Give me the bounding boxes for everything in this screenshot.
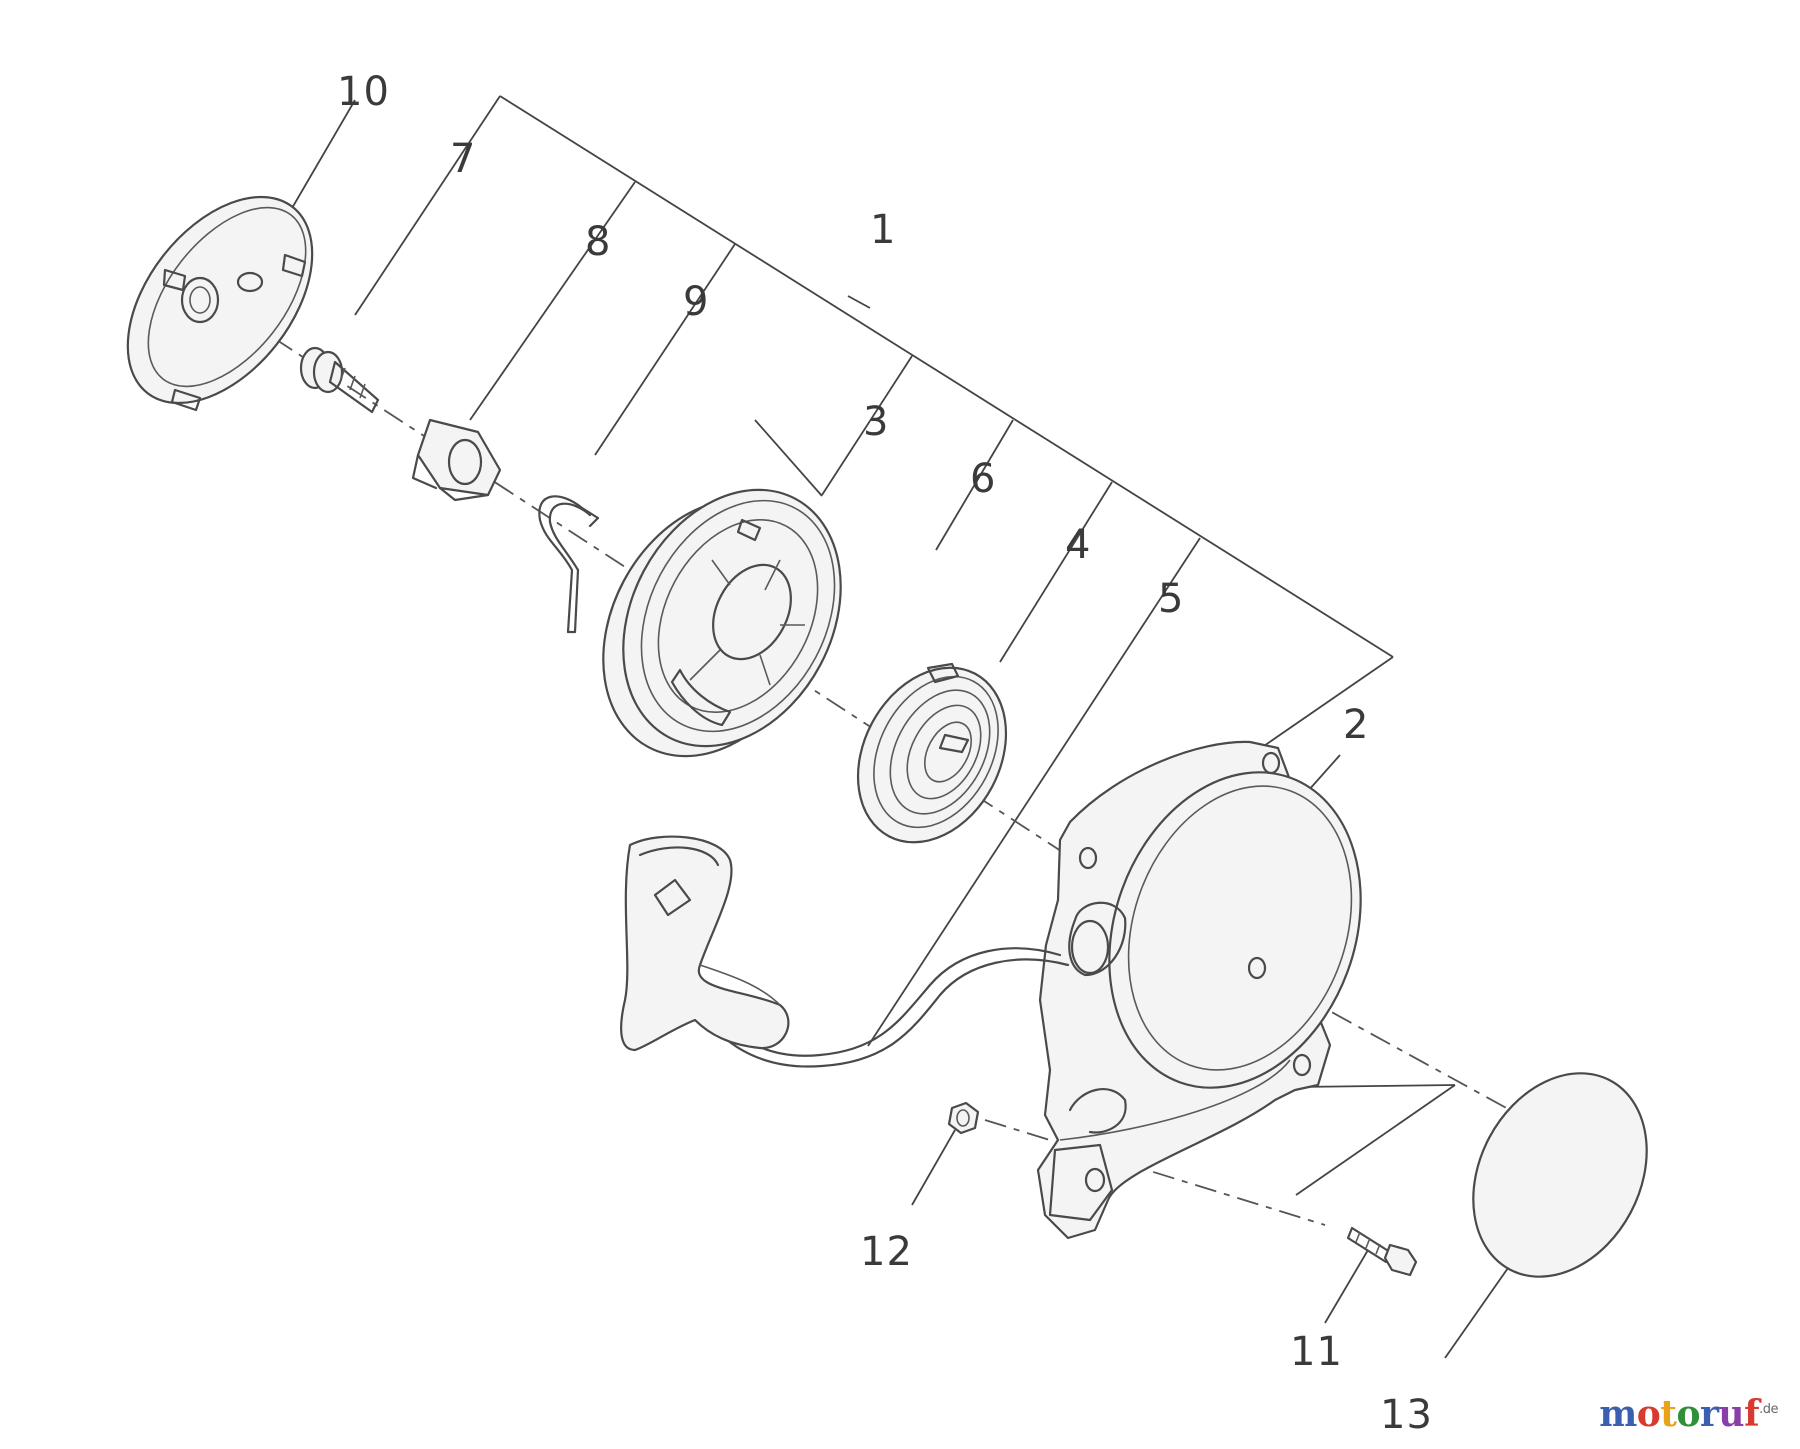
watermark-letter: m — [1599, 1393, 1637, 1435]
watermark-letter: r — [1699, 1393, 1719, 1435]
callout-7: 7 — [450, 136, 476, 182]
watermark-letter: f — [1744, 1393, 1760, 1435]
part-6-handle — [620, 835, 790, 1052]
callout-10: 10 — [337, 69, 390, 115]
callout-8: 8 — [585, 219, 611, 265]
callout-labels: 10 7 8 1 9 3 6 4 5 2 12 11 13 — [337, 69, 1433, 1438]
callout-13: 13 — [1380, 1392, 1433, 1438]
callout-2: 2 — [1343, 702, 1369, 748]
part-12-nut — [947, 1101, 980, 1135]
part-11-bolt — [1346, 1226, 1418, 1277]
callout-9: 9 — [683, 279, 709, 325]
callout-11: 11 — [1290, 1329, 1343, 1375]
part-4-recoil-spring — [856, 662, 1008, 844]
motoruf-watermark-logo: motoruf.de — [1599, 1393, 1778, 1435]
callout-3: 3 — [863, 399, 889, 445]
callout-1: 1 — [870, 207, 896, 253]
watermark-letter: o — [1636, 1393, 1661, 1435]
part-7-screw — [299, 346, 380, 414]
part-8-ratchet — [411, 418, 502, 502]
part-2-starter-housing — [1036, 740, 1362, 1240]
callout-12: 12 — [860, 1229, 913, 1275]
assembly-bracket-1 — [354, 95, 1394, 1047]
callout-6: 6 — [970, 456, 996, 502]
callout-4: 4 — [1065, 522, 1091, 568]
watermark-letter: u — [1718, 1393, 1745, 1435]
watermark-letter: o — [1676, 1393, 1700, 1435]
part-3-pulley — [602, 488, 842, 758]
watermark-letter: t — [1660, 1393, 1677, 1435]
part-13-cap-disc — [1472, 1072, 1648, 1278]
callout-5: 5 — [1158, 576, 1184, 622]
part-9-spring-clip — [538, 495, 600, 634]
part-10-cover-disc — [126, 195, 314, 412]
watermark-suffix: .de — [1759, 1402, 1778, 1417]
